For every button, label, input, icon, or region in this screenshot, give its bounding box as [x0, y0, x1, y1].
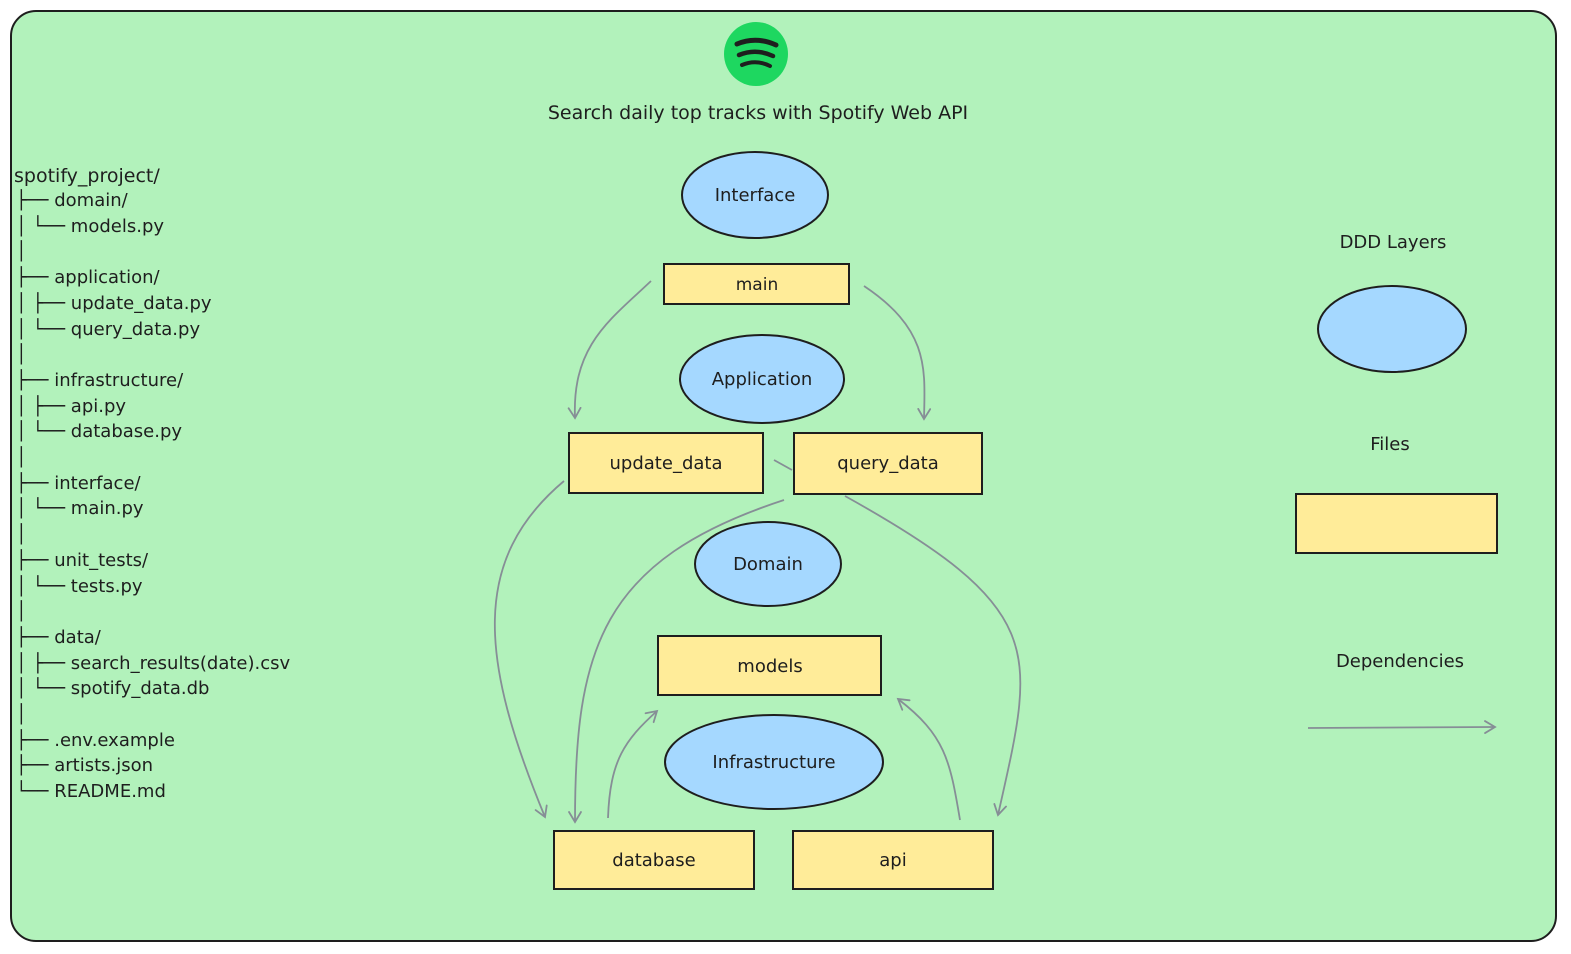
- file-main: main: [663, 263, 850, 305]
- tree-root: spotify_project/: [14, 165, 160, 187]
- legend-file-swatch: [1295, 493, 1498, 554]
- tree-line: │: [16, 524, 27, 546]
- legend-files-label: Files: [1370, 434, 1410, 455]
- layer-domain-label: Domain: [733, 554, 803, 575]
- file-main-label: main: [736, 275, 778, 295]
- layer-interface-label: Interface: [715, 185, 796, 206]
- file-database-label: database: [612, 850, 695, 871]
- layer-application: Application: [679, 334, 845, 424]
- legend-layer-swatch: [1317, 285, 1467, 373]
- layer-application-label: Application: [712, 369, 813, 390]
- tree-line: │: [16, 241, 27, 263]
- tree-line: │: [16, 601, 27, 623]
- file-models-label: models: [737, 656, 802, 677]
- tree-line: ├── application/: [16, 267, 160, 289]
- layer-domain: Domain: [694, 521, 842, 607]
- tree-line: │ └── query_data.py: [16, 318, 201, 340]
- legend-layers-label: DDD Layers: [1340, 232, 1447, 253]
- tree-line: ├── data/: [16, 626, 101, 648]
- dependency-arrows: [493, 280, 1022, 824]
- tree-line: ├── artists.json: [16, 755, 154, 777]
- tree-line: │: [16, 704, 27, 725]
- file-query-data: query_data: [793, 432, 983, 495]
- arrow-query-data-to-api: [844, 495, 1022, 817]
- project-file-tree: spotify_project/ ├── domain/ │ └── models…: [14, 165, 394, 845]
- tree-line: ├── infrastructure/: [16, 369, 184, 391]
- arrow-update-data-to-database: [493, 480, 565, 819]
- file-database: database: [553, 830, 755, 890]
- legend: DDD Layers Files Dependencies: [1295, 232, 1498, 734]
- tree-line: │ ├── api.py: [16, 395, 127, 417]
- layer-infrastructure: Infrastructure: [664, 714, 884, 810]
- arrow-api-to-models: [896, 697, 961, 821]
- arrow-main-to-update-data: [567, 280, 652, 420]
- tree-line: ├── interface/: [16, 472, 141, 494]
- arrow-database-to-models: [607, 709, 659, 819]
- tree-line: │: [16, 344, 27, 366]
- tree-line: │ └── spotify_data.db: [16, 678, 210, 700]
- tree-line: │ └── tests.py: [16, 575, 143, 597]
- tree-line: │ └── database.py: [16, 421, 183, 443]
- spotify-logo-icon: [724, 22, 788, 86]
- tree-line: │: [16, 447, 27, 468]
- arrow-update-data-to-query-data: [773, 459, 793, 471]
- tree-line: │ └── main.py: [16, 498, 144, 520]
- tree-line: │ ├── search_results(date).csv: [16, 652, 291, 674]
- file-api: api: [792, 830, 994, 890]
- file-update-data: update_data: [568, 432, 764, 494]
- tree-line: ├── domain/: [16, 190, 128, 211]
- file-models: models: [657, 635, 882, 696]
- file-update-data-label: update_data: [610, 453, 723, 474]
- legend-arrow-swatch: [1307, 720, 1497, 734]
- legend-dependencies-label: Dependencies: [1336, 651, 1464, 672]
- tree-line: │ ├── update_data.py: [16, 292, 212, 314]
- arrow-query-data-to-database: [568, 499, 785, 824]
- layer-interface: Interface: [681, 151, 829, 239]
- tree-line: └── README.md: [16, 781, 166, 803]
- tree-line: │ └── models.py: [16, 215, 165, 237]
- diagram-title: Search daily top tracks with Spotify Web…: [548, 102, 968, 124]
- file-query-data-label: query_data: [837, 453, 939, 474]
- tree-line: ├── unit_tests/: [16, 549, 149, 571]
- layer-infrastructure-label: Infrastructure: [712, 752, 835, 773]
- arrow-main-to-query-data: [863, 285, 932, 421]
- file-api-label: api: [879, 850, 906, 871]
- tree-line: ├── .env.example: [16, 729, 175, 751]
